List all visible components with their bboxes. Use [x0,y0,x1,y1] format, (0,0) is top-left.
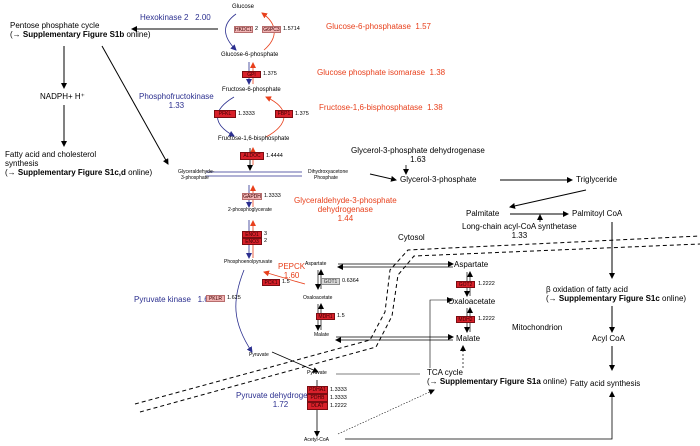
gene-box-aldoc: ALDOC [240,152,264,160]
tca-cycle-label: TCA cycle (→ Supplementary Figure S1a on… [427,368,568,387]
compartment-cytosol: Cytosol [398,233,425,242]
metabolite-glyceraldehyde-3-phosphate: Glyceraldehyde-3-phosphate [178,169,215,181]
gene-value-fbp1: 1.375 [295,111,309,117]
enzyme-gpi-label: Glucose phosphate isomarase 1.38 [317,68,446,77]
enzyme-fbp-label: Fructose-1,6-bisphosphatase 1.38 [319,103,443,112]
metabolite-glycerol-3-phosphate: Glycerol-3-phosphate [400,175,477,184]
gene-box-mdh1: MDH1 [316,313,335,320]
compartment-mitochondrion: Mitochondrion [512,323,563,332]
pentose-phosphate-cycle-label: Pentose phosphate cycle (→ Supplementary… [10,21,151,40]
gene-value-mdh1: 1.5 [337,313,345,319]
metabolite-fructose-6-phosphate: Fructose-6-phosphate [222,87,281,93]
gene-box-eno1: ENO1 [242,231,262,238]
gene-value-pck1: 1.5 [282,279,290,285]
metabolite-palmitate: Palmitate [466,209,500,218]
gene-value-got1: 0.6364 [342,278,359,284]
metabolite-malate-mito: Malate [456,334,481,343]
arrow-hexokinase [225,13,237,51]
metabolite-2-phosphoglycerate: 2-phosphoglycerate [228,207,272,213]
beta-oxidation-label: β oxidation of fatty acid (→ Supplementa… [546,285,687,304]
enzyme-hexokinase-label: Hexokinase 2 2.00 [140,13,211,22]
metabolite-palmitoyl-coa: Palmitoyl CoA [572,209,623,218]
metabolite-pyruvate-mito: Pyruvate [307,370,327,376]
gene-value-gpi: 1.375 [263,71,277,77]
metabolite-acetyl-coa: Acetyl-CoA [304,437,330,443]
gene-box-hkdc1: HKDC1 [234,26,253,33]
metabolite-glucose: Glucose [232,4,255,10]
gene-value-gapdh: 1.3333 [264,193,281,199]
gene-box-eno3: ENO3 [242,238,262,245]
gene-box-g6pc3: G6PC3 [262,26,281,33]
metabolite-nadph: NADPH+ H⁺ [40,92,85,101]
metabolite-fatty-acid-synthesis: Fatty acid synthesis [570,379,641,388]
metabolite-malate-cytosol: Malate [314,332,330,338]
metabolite-glucose-6-phosphate: Glucose-6-phosphate [221,52,279,58]
mitochondrial-membrane-inner [139,243,700,413]
gene-box-pdha1: PDHA1 [307,386,328,394]
gene-value-pklr: 1.625 [227,295,241,301]
gene-value-eno1: 3 [264,231,268,237]
gene-box-pdhb: PDHB [307,394,328,402]
metabolite-acyl-coa: Acyl CoA [592,334,625,343]
gene-box-mdh2: MDH2 [456,316,475,323]
gene-value-hkdc1: 2 [255,26,259,32]
metabolite-aspartate-mito: Aspartate [454,260,489,269]
gene-box-got1: GOT1 [321,278,340,285]
fatty-acid-cholesterol-label: Fatty acid and cholesterol synthesis (→ … [5,150,153,178]
gene-box-gpi: GPI [242,71,261,78]
metabolite-oxaloacetate-cytosol: Oxaloacetate [303,295,333,301]
metabolite-aspartate-cytosol: Aspartate [305,261,327,267]
metabolite-pyruvate-cytosol: Pyruvate [249,352,269,358]
gene-box-fbp1: FBP1 [275,110,293,118]
gene-value-pdhb: 1.3333 [330,395,347,401]
enzyme-g6pase-label: Glucose-6-phosphatase 1.57 [326,22,431,31]
gene-box-got2: GOT2 [456,281,475,288]
gene-value-dlat: 1.2222 [330,403,347,409]
gene-box-gapdh: GAPDH [242,193,262,200]
mitochondrial-membrane-outer [134,235,700,405]
gene-value-eno3: 2 [264,238,268,244]
gene-value-pfkl: 1.3333 [238,111,255,117]
gene-value-pdha1: 1.3333 [330,387,347,393]
metabolite-phosphoenolpyruvate: Phosphoenolpyruvate [224,259,273,265]
gene-box-pklr: PKLR [206,295,225,302]
metabolite-triglyceride: Triglyceride [576,175,618,184]
gene-value-mdh2: 1.2222 [478,316,495,322]
gene-value-g6pc3: 1.5714 [283,26,300,32]
gene-value-aldoc: 1.4444 [266,153,283,159]
metabolite-fructose-1-6-bisphosphate: Fructose-1,6-bisphosphate [218,136,290,142]
metabolite-oxaloacetate-mito: Oxaloacetate [448,297,496,306]
enzyme-pk-label: Pyruvate kinase 1.63 [134,295,213,304]
gene-box-dlat: DLAT [307,402,328,410]
gene-box-pfkl: PFKL [214,110,236,118]
gene-value-got2: 1.2222 [478,281,495,287]
gene-box-pck1: PCK1 [262,279,280,286]
